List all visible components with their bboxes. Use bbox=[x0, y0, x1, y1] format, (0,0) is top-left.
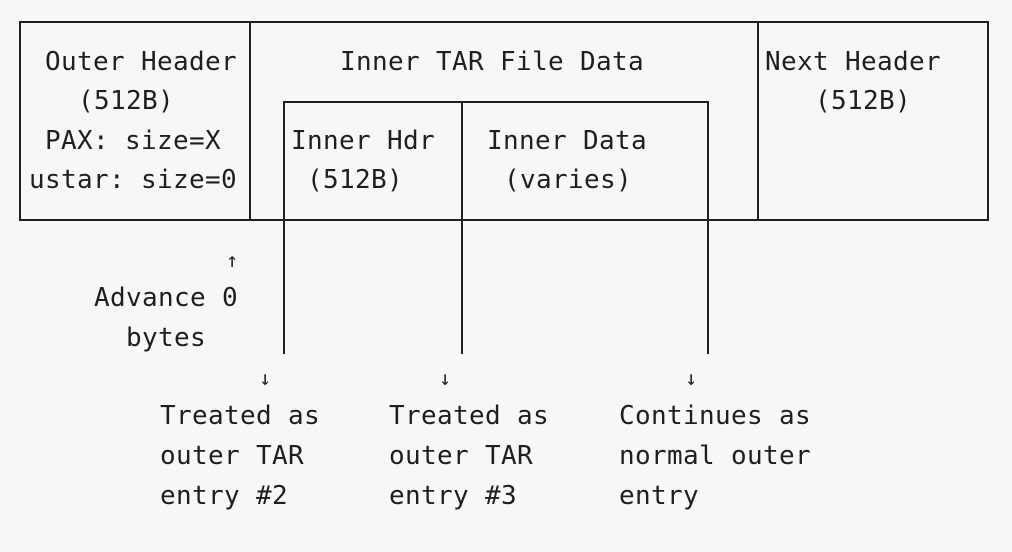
inner-data-size: (varies) bbox=[504, 165, 633, 195]
down-arrow-continues: ↓ bbox=[685, 366, 698, 390]
outer-header-pax: PAX: size=X bbox=[45, 126, 222, 156]
outcome-entry-3-line2: outer TAR bbox=[389, 441, 534, 471]
outcome-entry-2-line2: outer TAR bbox=[160, 441, 305, 471]
advance-label: Advance 0 bbox=[94, 283, 239, 313]
inner-hdr-label: Inner Hdr bbox=[291, 126, 436, 156]
next-header-size: (512B) bbox=[815, 86, 912, 116]
outcome-entry-2-line1: Treated as bbox=[160, 401, 321, 431]
outcome-continues-line1: Continues as bbox=[619, 401, 812, 431]
outer-header-size: (512B) bbox=[78, 86, 175, 116]
down-arrow-entry-2: ↓ bbox=[259, 366, 272, 390]
inner-hdr-size: (512B) bbox=[307, 165, 404, 195]
advance-bytes: bytes bbox=[126, 323, 207, 353]
down-arrow-entry-3: ↓ bbox=[439, 366, 452, 390]
up-arrow: ↑ bbox=[226, 248, 239, 272]
outcome-entry-3-line1: Treated as bbox=[389, 401, 550, 431]
outcome-continues-line2: normal outer bbox=[619, 441, 812, 471]
outcome-entry-3-line3: entry #3 bbox=[389, 481, 518, 511]
outer-header-title: Outer Header bbox=[45, 47, 238, 77]
outcome-entry-2-line3: entry #2 bbox=[160, 481, 289, 511]
outer-header-ustar: ustar: size=0 bbox=[29, 165, 238, 195]
outcome-continues-line3: entry bbox=[619, 481, 700, 511]
next-header-title: Next Header bbox=[765, 47, 942, 77]
inner-tar-title: Inner TAR File Data bbox=[340, 47, 645, 77]
inner-data-label: Inner Data bbox=[487, 126, 648, 156]
